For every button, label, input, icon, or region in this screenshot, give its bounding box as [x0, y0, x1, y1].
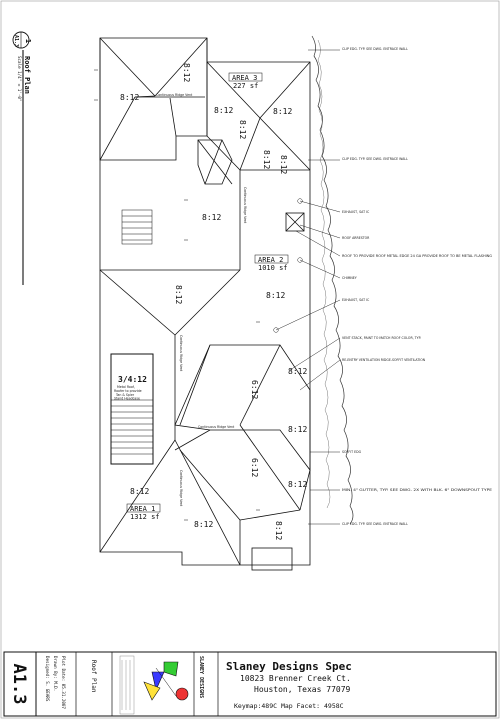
callout-label: CLIP EDG. TYP. SEE DWG. ENTRACE WALL [342, 522, 408, 526]
info-line-2: Drawn By: M.D. [53, 656, 58, 691]
area-2-name: AREA 2 [258, 256, 283, 264]
pitch-label: 8:12 [262, 150, 271, 169]
pitch-label: 8:12 [130, 487, 149, 496]
callout-label: EXHAUST, SAT IC [342, 210, 370, 214]
metal-roof-note-2: Roofer to provide [114, 389, 142, 393]
ridge-vent-label: Continuous Ridge Vent [198, 425, 235, 429]
callout-label: CLIP EDG. TYP. SEE DWG. ENTRACE WALL [342, 157, 408, 161]
callout-label: CLIP EDG. TYP. SEE DWG. ENTRACE WALL [342, 47, 408, 51]
chimney-box [285, 212, 305, 232]
metal-roof-note-1: Metal Roof, [117, 385, 135, 389]
callout-label: VENT STACK, PAINT TO MATCH ROOF COLOR, T… [342, 336, 421, 340]
company-name: Slaney Designs Spec [226, 660, 352, 673]
metal-roof-note-3: Tan & Spier [115, 393, 135, 397]
ridge-labels: Continuous Ridge Vent Continuous Ridge V… [156, 93, 247, 507]
sheet-number: A1.3 [9, 664, 29, 705]
callout-label: SOFFIT EDG [342, 450, 362, 454]
ridge-vent-label: Continuous Ridge Vent [243, 187, 247, 224]
central-hip [174, 344, 311, 472]
keymap-text: Keymap:489C Map Facet: 4958C [234, 702, 344, 710]
area-1-name: AREA 1 [130, 505, 155, 513]
area-2-size: 1010 sf [258, 264, 288, 272]
logo-text: SLANEY DESIGNS [198, 656, 204, 698]
ridge-vent-label: Continuous Ridge Vent [179, 470, 183, 507]
info-line-1: Designed: S. GEARS [45, 656, 50, 702]
logo-yellow-shape [143, 681, 161, 701]
callout-texts: CLIP EDG. TYP. SEE DWG. ENTRACE WALL CLI… [342, 47, 493, 526]
pitch-label: 8:12 [214, 106, 233, 115]
pitch-label: 8:12 [279, 155, 288, 174]
drawing-title: 1 A1.3 Roof Plan Scale 1/4" = 1'-0" [12, 31, 32, 285]
pitch-label: 8:12 [194, 520, 213, 529]
left-stair [121, 209, 153, 245]
pitch-label: 8:12 [288, 425, 307, 434]
drawing-scale-text: Scale 1/4" = 1'-0" [17, 56, 22, 101]
callout-label: EXHAUST, SAT IC [342, 298, 370, 302]
logo-red-circle [175, 687, 189, 701]
metal-roof-note-4: Stand Headcase [114, 397, 140, 401]
title-block: A1.3 Designed: S. GEARS Drawn By: M.D. P… [3, 651, 497, 717]
company-logo [119, 655, 189, 715]
drawing-bubble-sheet: A1.3 [13, 35, 19, 47]
area-1-size: 1312 sf [130, 513, 160, 521]
roof-outline [99, 37, 311, 566]
drawing-bubble-number: 1 [24, 39, 32, 43]
pitch-label: 8:12 [288, 367, 307, 376]
callout-label: ROOF ARRESTOR [342, 236, 370, 240]
pitch-label: 8:12 [174, 285, 183, 304]
logo-green-shape [163, 661, 179, 677]
info-line-3: Plot Date: 05.31.2007 [61, 656, 66, 709]
stair-platform [251, 547, 293, 571]
metal-roof-panel: 3/4:12 Metal Roof, Roofer to provide Tan… [110, 353, 154, 465]
company-city: Houston, Texas 77079 [254, 685, 351, 694]
pitch-label: 8:12 [274, 521, 283, 540]
area-labels: AREA 3 227 sf AREA 2 1010 sf AREA 1 1312… [126, 72, 289, 521]
area-3-name: AREA 3 [232, 74, 257, 82]
ridge-vent-label: Continuous Ridge Vent [156, 93, 193, 97]
logo-blue-shape [151, 671, 165, 691]
small-pitch-label: 3/4:12 [118, 375, 147, 384]
pitch-label: 8:12 [273, 107, 292, 116]
dimension-marks [94, 69, 260, 521]
area-3-size: 227 sf [233, 82, 258, 90]
sheet-title: Roof Plan [90, 660, 97, 693]
ridge-vent-label: Continuous Ridge Vent [179, 335, 183, 372]
pitch-label: 8:12 [288, 480, 307, 489]
pitch-labels: 8:12 8:12 8:12 8:12 8:12 8:12 8:12 8:12 … [120, 63, 307, 540]
callout-label: MIN. 4" GUTTER, TYP. SEE DWG. 2X WITH BL… [342, 488, 492, 492]
pitch-label: 8:12 [120, 93, 139, 102]
pitch-label: 8:12 [182, 63, 191, 82]
drawing-title-text: Roof Plan [23, 56, 31, 94]
company-address: 10823 Brenner Creek Ct. [240, 674, 351, 683]
callout-label: ROOF TO PROVIDE ROOF METAL EDGE 24 GA PR… [342, 254, 493, 258]
pitch-label: 8:12 [202, 213, 221, 222]
callout-label: RE-ENTRY VENTILATION RIDGE-SOFFIT VENTIL… [342, 358, 426, 362]
roof-geometry [99, 37, 311, 571]
tree-line [311, 35, 354, 525]
pitch-label: 6:12 [250, 380, 259, 399]
pitch-label: 8:12 [266, 291, 285, 300]
callout-leaders [273, 49, 341, 525]
pitch-label: 6:12 [250, 458, 259, 477]
pitch-label: 8:12 [238, 120, 247, 139]
callout-label: CHIMNEY [342, 276, 357, 280]
